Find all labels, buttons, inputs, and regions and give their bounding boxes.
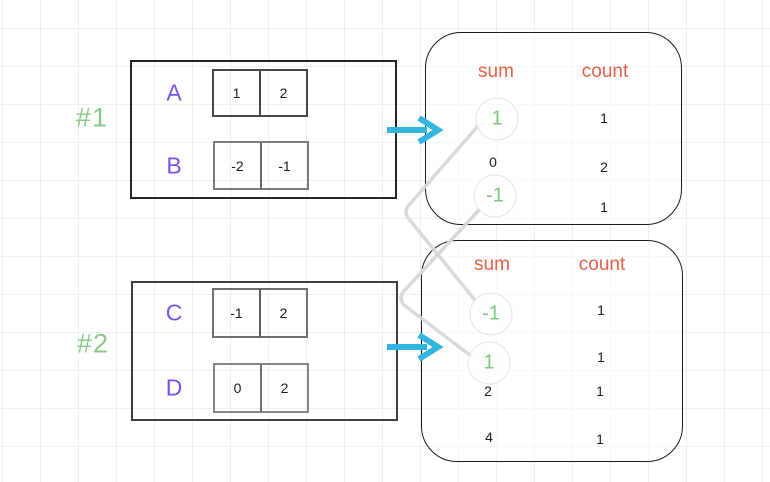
table-1-count-value-0: 1 <box>600 110 608 126</box>
table-2-count-value-3: 1 <box>596 431 604 447</box>
table-1-sum-value-1: 0 <box>489 154 497 170</box>
array-d-cells: 0 2 <box>213 363 309 413</box>
array-c-cell-1: 2 <box>259 288 308 338</box>
array-c-cells: -1 2 <box>212 288 308 338</box>
table-2-sum-value-1: 1 <box>483 351 495 374</box>
table-1-count-value-1: 2 <box>600 159 608 175</box>
array-c-label: C <box>165 299 183 326</box>
array-b-cell-1: -1 <box>260 141 309 190</box>
array-d-cell-1: 2 <box>260 363 309 413</box>
table-1-sum-circled-2: -1 <box>473 174 517 218</box>
example-2-input-box <box>131 281 398 421</box>
example-1-label: #1 <box>75 102 109 133</box>
array-a-cells: 1 2 <box>212 69 308 117</box>
example-1-result-box <box>425 32 682 225</box>
arrow-1-icon <box>387 115 444 145</box>
table-2-sum-value-0: -1 <box>482 302 500 325</box>
table-2-count-value-1: 1 <box>597 349 605 365</box>
table-2-sum-value-3: 4 <box>485 429 493 445</box>
table-2-count-value-0: 1 <box>597 302 605 318</box>
array-b-label: B <box>166 152 182 179</box>
table-1-sum-circled-1: 1 <box>475 97 519 141</box>
table-1-sum-value-2: -1 <box>486 184 504 207</box>
table-2-sum-value-2: 2 <box>484 383 492 399</box>
table-2-count-header: count <box>578 254 626 275</box>
arrow-2-icon <box>387 332 444 362</box>
array-d-label: D <box>165 374 183 401</box>
table-1-count-header: count <box>581 61 629 82</box>
table-1-sum-value-0: 1 <box>491 107 503 130</box>
array-b-cells: -2 -1 <box>213 141 309 190</box>
table-2-sum-circled-1: 1 <box>467 341 511 385</box>
table-2-sum-circled-0: -1 <box>469 292 513 336</box>
example-2-label: #2 <box>76 328 110 359</box>
table-2-count-value-2: 1 <box>596 383 604 399</box>
table-2-sum-header: sum <box>474 254 510 275</box>
array-a-label: A <box>166 79 182 106</box>
connector-line-1 <box>404 124 480 301</box>
array-a-cell-1: 2 <box>259 69 308 117</box>
table-1-count-value-2: 1 <box>600 199 608 215</box>
connector-line-2 <box>399 208 481 358</box>
table-1-sum-header: sum <box>478 61 514 82</box>
